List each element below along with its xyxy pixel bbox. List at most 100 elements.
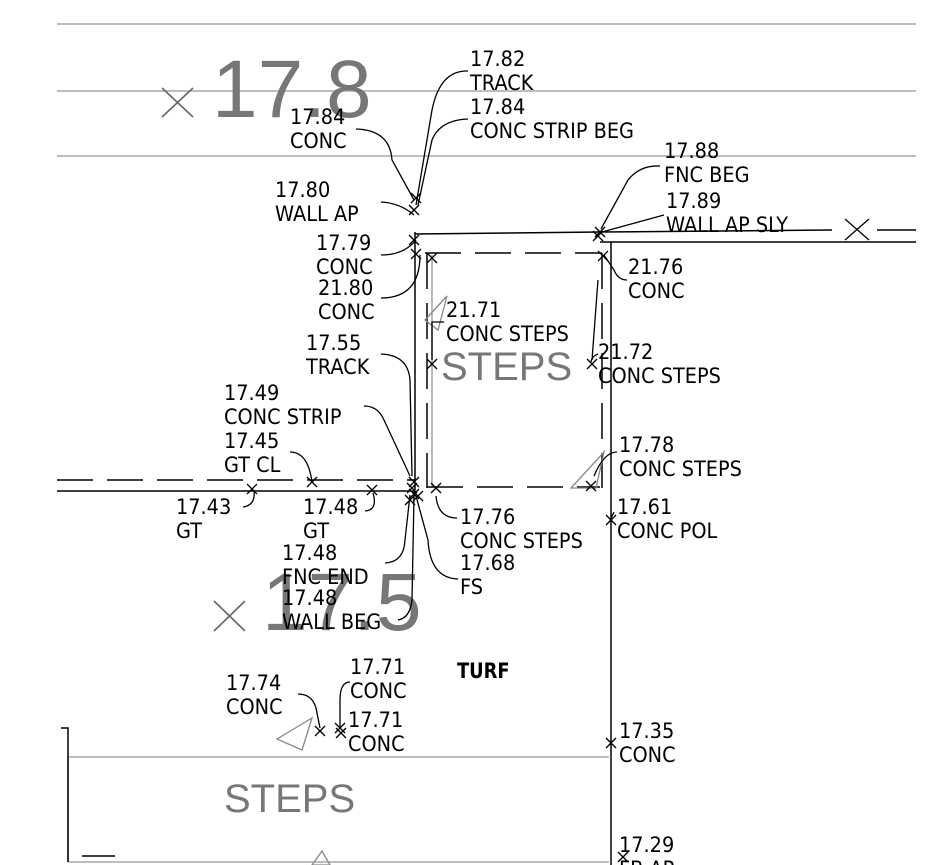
point-value: 21.80 — [318, 275, 373, 300]
point-code: TRACK — [469, 70, 534, 95]
point-value: 17.48 — [282, 585, 337, 610]
point-code: FB AP — [619, 856, 674, 865]
point-marker-p27 — [617, 851, 629, 863]
point-marker-p17 — [366, 484, 378, 496]
point-code: CONC — [290, 128, 347, 153]
point-value: 17.68 — [460, 550, 515, 575]
point-code: CONC — [628, 278, 685, 303]
contour-spot-mark-upper — [161, 87, 194, 118]
point-marker-p19 — [430, 482, 442, 494]
point-code: WALL BEG — [282, 609, 381, 634]
point-marker-p18 — [605, 514, 617, 526]
point-value: 17.84 — [470, 94, 525, 119]
point-marker-p11 — [586, 358, 598, 370]
point-value: 17.49 — [224, 380, 279, 405]
point-marker-p13 — [406, 482, 418, 494]
point-value: 17.48 — [303, 494, 358, 519]
point-code: CONC STEPS — [598, 363, 721, 388]
point-marker-p16 — [246, 483, 258, 495]
point-value: 17.71 — [348, 707, 403, 732]
area-label-turf: TURF — [457, 659, 510, 684]
point-value: 17.74 — [226, 670, 281, 695]
point-code: FS — [460, 574, 483, 599]
point-marker-p03 — [408, 204, 420, 216]
steps-outline — [61, 255, 609, 863]
point-value: 17.82 — [470, 46, 525, 71]
point-marker-p26 — [605, 737, 617, 749]
area-label-steps-upper: STEPS — [441, 345, 572, 389]
point-value: 21.72 — [598, 339, 653, 364]
point-code: FNC BEG — [664, 162, 750, 187]
fence-lines — [57, 252, 603, 488]
point-marker-p12 — [408, 476, 420, 488]
point-code: CONC STRIP — [224, 404, 342, 429]
point-markers — [246, 192, 629, 863]
point-marker-p21 — [412, 490, 424, 502]
leader-lines — [242, 70, 665, 729]
point-code: WALL AP SLY — [666, 212, 789, 237]
area-label-steps-lower: STEPS — [224, 777, 355, 821]
point-marker-p08 — [426, 252, 438, 264]
wall-lines — [57, 229, 916, 865]
point-code: GT CL — [224, 452, 281, 477]
point-code: CONC STEPS — [460, 528, 583, 553]
point-value: 17.76 — [460, 504, 515, 529]
point-code: CONC — [316, 254, 373, 279]
point-value: 17.88 — [664, 138, 719, 163]
point-marker-p06 — [408, 234, 420, 246]
point-marker-p10 — [426, 358, 438, 370]
point-value: 17.61 — [617, 494, 672, 519]
point-marker-p23 — [314, 725, 326, 737]
point-code: CONC — [226, 694, 283, 719]
point-value: 17.35 — [619, 718, 674, 743]
point-value: 17.55 — [306, 330, 361, 355]
point-code: CONC — [619, 742, 676, 767]
point-code: WALL AP — [275, 201, 359, 226]
point-value: 17.89 — [666, 188, 721, 213]
point-value: 17.80 — [275, 177, 330, 202]
contour-lines — [57, 23, 916, 157]
point-code: CONC POL — [617, 518, 718, 543]
point-value: 17.48 — [282, 540, 337, 565]
point-label-p27: 17.29FB AP — [619, 832, 674, 865]
point-code: CONC STEPS — [619, 456, 742, 481]
point-value: 17.79 — [316, 230, 371, 255]
point-value: 17.84 — [290, 104, 345, 129]
point-value: 17.29 — [619, 832, 674, 857]
contour-label-lower: 17.5 — [262, 557, 422, 648]
point-code: GT — [303, 518, 330, 543]
point-marker-p05 — [592, 230, 604, 242]
point-code: TRACK — [305, 354, 370, 379]
point-code: CONC STRIP BEG — [470, 118, 634, 143]
point-code: CONC STEPS — [446, 321, 569, 346]
point-value: 21.76 — [628, 254, 683, 279]
point-code: CONC — [350, 678, 407, 703]
point-code: CONC — [348, 731, 405, 756]
contour-label-upper: 17.8 — [212, 44, 372, 135]
